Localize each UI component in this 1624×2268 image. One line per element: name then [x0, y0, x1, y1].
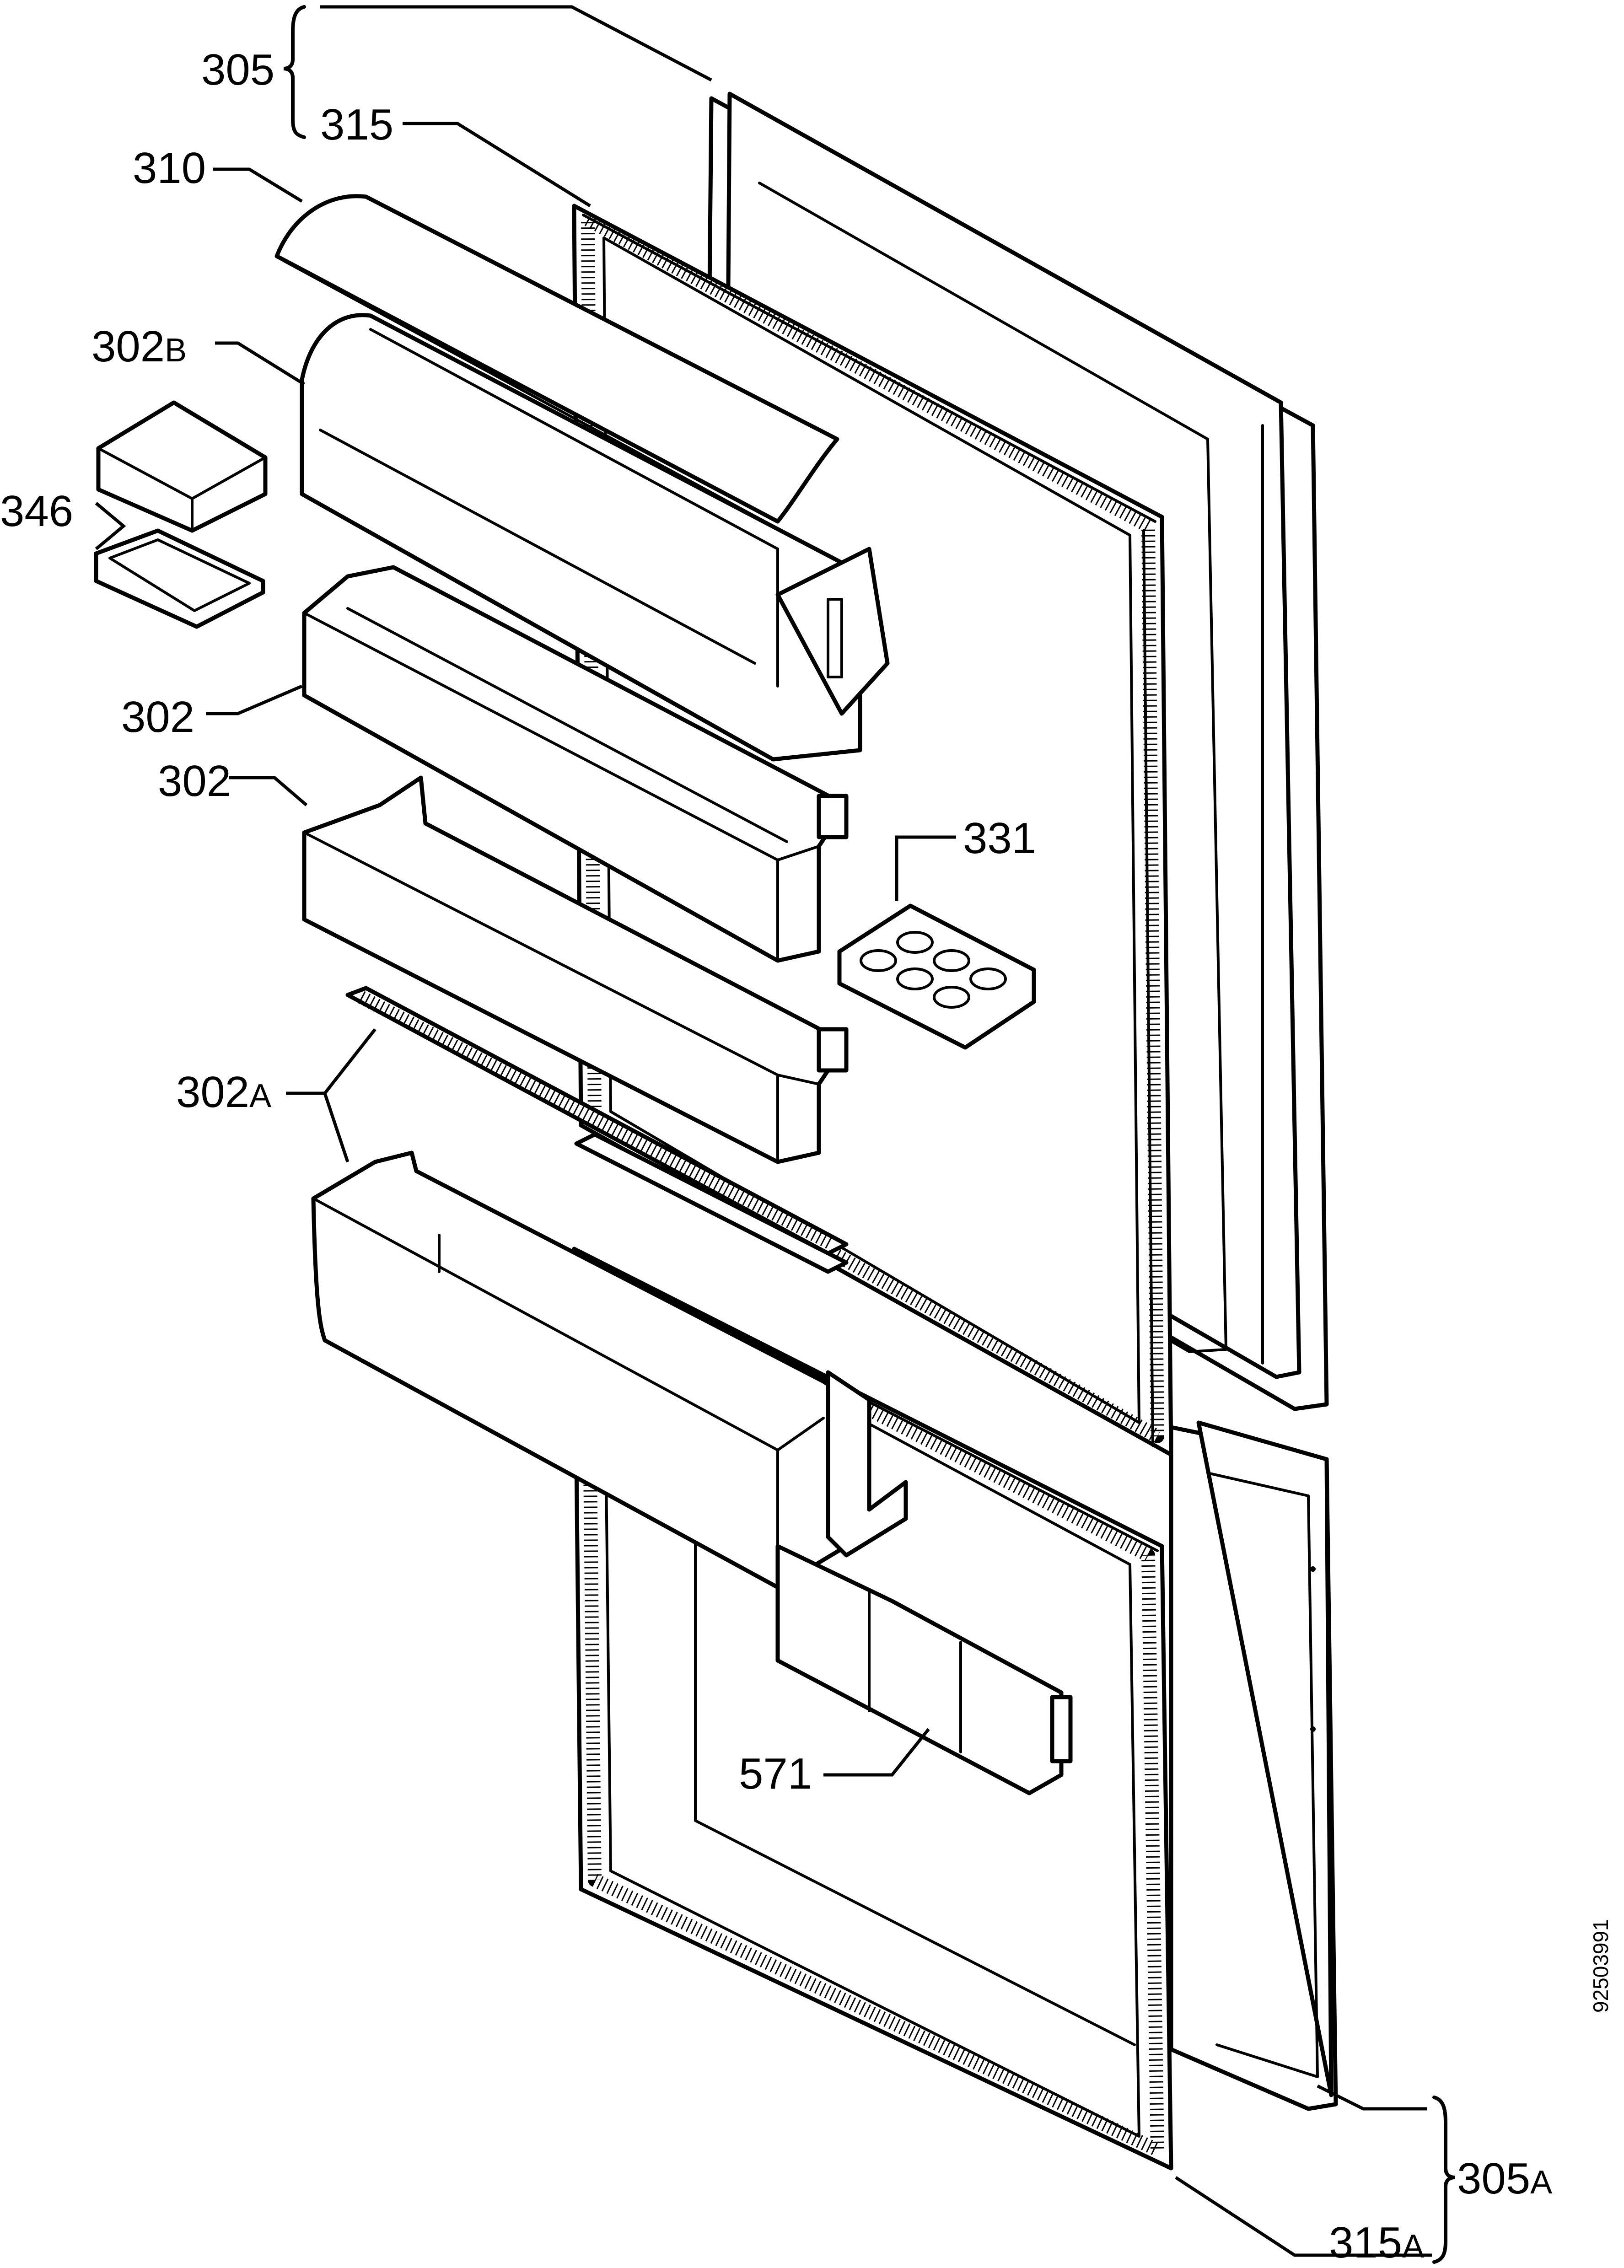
label-305a: 305A — [1457, 2154, 1552, 2203]
lower-door-panel — [1169, 1420, 1338, 2111]
brace-305a — [1432, 2096, 1455, 2264]
label-302a-suffix: A — [249, 1078, 271, 1114]
label-302b-suffix: B — [165, 332, 187, 369]
label-315: 315 — [320, 100, 393, 149]
label-310: 310 — [133, 144, 206, 193]
shelf-302-upper — [302, 565, 849, 963]
drawing-code: 92503991 — [1589, 1919, 1613, 2013]
brace-305 — [283, 5, 306, 139]
leader-lines — [95, 5, 1432, 2257]
label-302-lower: 302 — [158, 757, 231, 806]
label-331: 331 — [963, 814, 1036, 863]
label-305: 305 — [201, 45, 274, 94]
label-302-upper: 302 — [121, 693, 194, 742]
label-302a-number: 302 — [176, 1068, 249, 1117]
label-302a: 302A — [176, 1068, 271, 1117]
egg-tray-331 — [837, 903, 1036, 1050]
cap-base-346 — [94, 528, 265, 629]
label-315a: 315A — [1329, 2218, 1424, 2267]
label-315a-suffix: A — [1402, 2228, 1424, 2265]
label-305a-number: 305 — [1457, 2154, 1530, 2203]
label-571: 571 — [739, 1749, 812, 1798]
label-315a-number: 315 — [1329, 2218, 1402, 2267]
label-302b: 302B — [91, 322, 187, 371]
shelf-302b — [300, 313, 890, 762]
shelf-302-lower — [302, 775, 849, 1164]
tray-571 — [775, 1544, 1073, 1795]
bottle-rack-strip-302a — [345, 986, 849, 1274]
label-305a-suffix: A — [1530, 2164, 1552, 2201]
label-346: 346 — [0, 487, 73, 536]
cap-346 — [96, 400, 268, 533]
label-302b-number: 302 — [91, 322, 165, 371]
